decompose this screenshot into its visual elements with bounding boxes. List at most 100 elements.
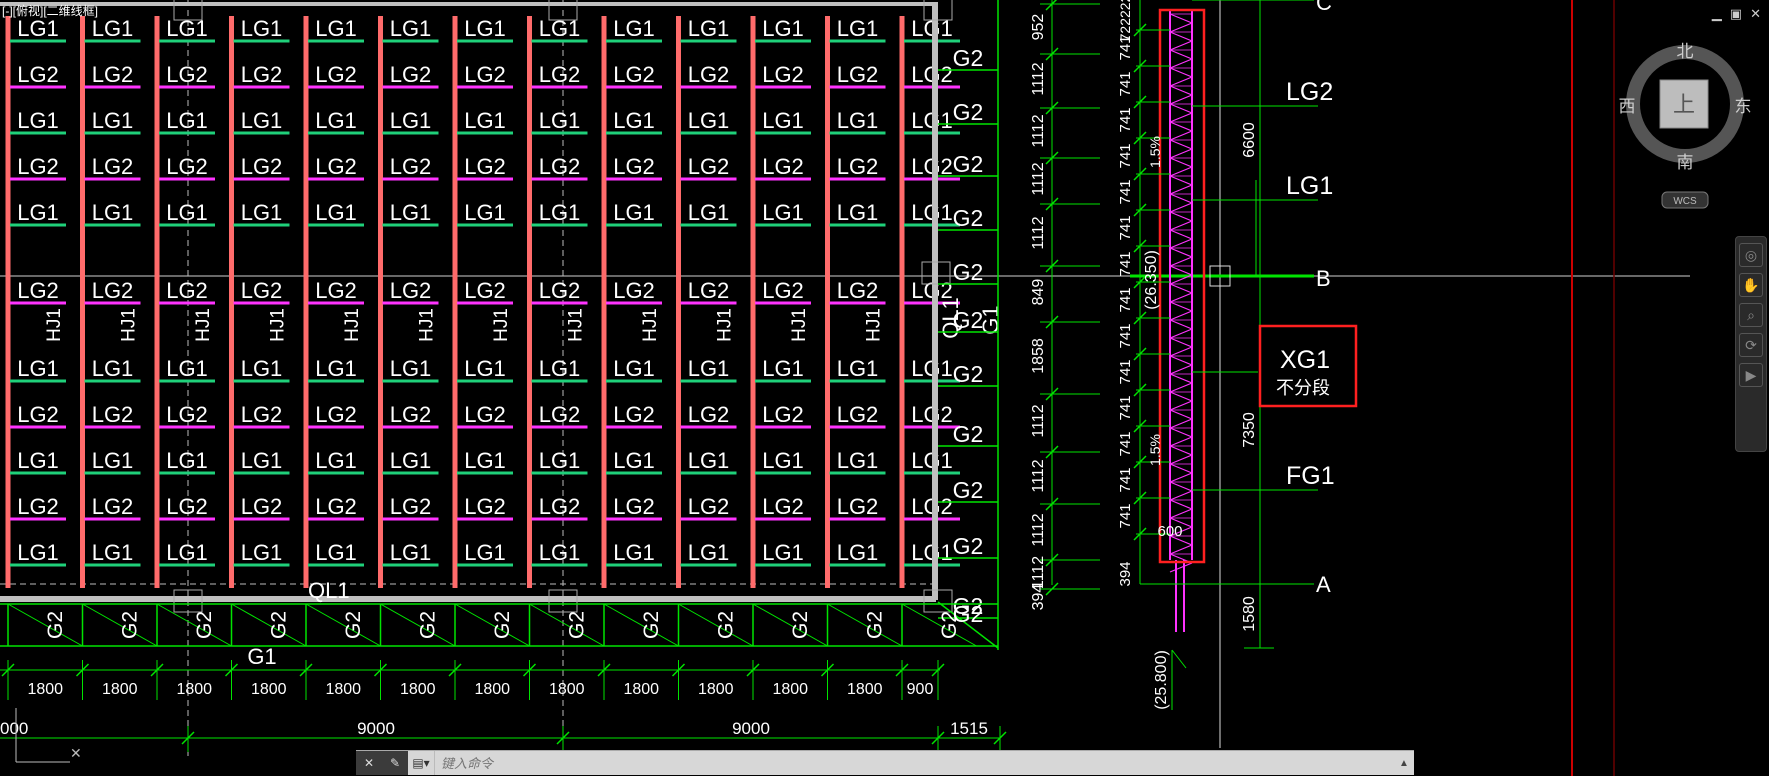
truss-web (1169, 499, 1193, 510)
g2-label: G2 (953, 533, 984, 559)
command-input[interactable] (435, 752, 1394, 774)
truss-web (1169, 427, 1193, 438)
viewcube[interactable]: 上 北 南 西 东 WCS (1619, 42, 1752, 209)
showmotion-icon[interactable]: ▶ (1739, 363, 1763, 387)
purlin-label: LG2 (613, 62, 655, 87)
dim-text-bottom: 1800 (847, 681, 883, 698)
truss-web (1169, 382, 1193, 393)
purlin-label: LG1 (166, 108, 208, 133)
dim-text-right: 1112 (1030, 556, 1047, 589)
purlin-label: LG1 (17, 448, 59, 473)
dim-text-right: 849 (1030, 279, 1047, 306)
minimize-icon[interactable]: ▁ (1711, 6, 1722, 21)
g2-label: G2 (953, 361, 984, 387)
purlin-label: LG2 (241, 62, 283, 87)
dim-tick (597, 663, 611, 677)
purlin-label: LG1 (241, 16, 283, 41)
truss-web (1169, 13, 1193, 24)
close-icon[interactable]: ✕ (1750, 6, 1761, 21)
truss-web (1169, 337, 1193, 348)
g2-bottom-label: G2 (715, 611, 738, 639)
purlin-label: LG2 (390, 402, 432, 427)
slope-label-top: 1.5% (1147, 136, 1163, 168)
dim-tick (150, 663, 164, 677)
bottom-band-diagonal (827, 603, 903, 647)
truss-web (1169, 355, 1193, 366)
section-dim-text: 741 (1117, 215, 1134, 240)
truss-section-view: 7417417417417417417417417417417417417417… (1117, 0, 1615, 776)
g2-bottom-label: G2 (193, 611, 216, 639)
viewcube-south[interactable]: 南 (1677, 153, 1694, 173)
purlin-label: LG1 (837, 108, 879, 133)
purlin-label: LG2 (837, 402, 879, 427)
truss-web (1169, 364, 1193, 375)
viewcube-east[interactable]: 东 (1735, 97, 1752, 117)
purlin-label: LG2 (166, 278, 208, 303)
label-xg1: XG1 (1280, 346, 1330, 374)
viewport-label[interactable]: [-][俯视][二维线框] (2, 4, 99, 18)
dim-tick (820, 663, 835, 677)
purlin-label: LG1 (464, 16, 506, 41)
purlin-label: LG2 (464, 494, 506, 519)
dim-text-bottom: 1800 (549, 681, 585, 698)
g2-label: G2 (953, 205, 984, 231)
rafter-line (378, 16, 383, 588)
purlin-label: LG2 (837, 62, 879, 87)
section-dim-text: 741 (1117, 503, 1134, 528)
viewcube-west[interactable]: 西 (1619, 97, 1636, 117)
truss-web (1169, 265, 1193, 276)
pan-icon[interactable]: ✋ (1739, 273, 1763, 297)
steering-wheel-icon[interactable]: ◎ (1739, 243, 1763, 267)
section-dim-text-top: 722222 (1117, 0, 1133, 41)
purlin-label: LG1 (92, 200, 134, 225)
g2-bottom-label: G2 (342, 611, 365, 639)
wcs-button[interactable]: WCS (1673, 196, 1697, 207)
purlin-label: LG2 (390, 494, 432, 519)
customize-icon[interactable]: ✎ (389, 756, 401, 770)
g2-label: G2 (953, 601, 984, 627)
truss-web (1169, 139, 1193, 150)
purlin-label: LG2 (315, 402, 357, 427)
purlin-label: LG2 (241, 278, 283, 303)
purlin-label: LG2 (464, 402, 506, 427)
purlin-label: LG1 (688, 356, 730, 381)
dim-text-right: 1112 (1030, 404, 1047, 437)
truss-label: HJ1 (268, 308, 289, 342)
purlin-label: LG2 (92, 402, 134, 427)
purlin-label: LG1 (762, 356, 804, 381)
restore-icon[interactable]: ▣ (1729, 6, 1743, 21)
purlin-label: LG2 (166, 62, 208, 87)
purlin-label: LG2 (613, 402, 655, 427)
purlin-label: LG2 (539, 494, 581, 519)
g2-bottom-label: G2 (938, 611, 961, 639)
command-history-icon[interactable]: ▤▾ (408, 751, 435, 775)
purlin-label: LG1 (315, 108, 357, 133)
truss-web (1169, 103, 1193, 114)
purlin-label: LG1 (613, 200, 655, 225)
purlin-label: LG1 (390, 16, 432, 41)
viewcube-top[interactable]: 上 (1673, 93, 1695, 118)
dim-tick (448, 663, 462, 677)
zoom-icon[interactable]: ⌕ (1739, 303, 1763, 327)
dim-text-right: 1858 (1030, 338, 1047, 374)
corner-brace (937, 601, 999, 649)
bottom-band-diagonal (231, 603, 307, 647)
dim-text-right: 952 (1030, 14, 1047, 41)
purlin-label: LG2 (837, 494, 879, 519)
purlin-label: LG2 (315, 154, 357, 179)
rafter-line (676, 16, 681, 588)
purlin-label: LG2 (762, 278, 804, 303)
purlin-label: LG1 (688, 540, 730, 565)
command-history-toggle-icon[interactable]: ▲ (1399, 757, 1409, 769)
dim-text-right: 394 (1030, 584, 1047, 611)
viewcube-north[interactable]: 北 (1677, 42, 1694, 62)
close-command-icon[interactable]: ✕ (363, 756, 375, 770)
dim-tick (181, 731, 195, 745)
g2-bottom-label: G2 (491, 611, 514, 639)
orbit-icon[interactable]: ⟳ (1739, 333, 1763, 357)
bottom-band-diagonal (7, 603, 83, 647)
purlin-label: LG2 (17, 62, 59, 87)
dim-text-bottom: 1800 (251, 681, 287, 698)
